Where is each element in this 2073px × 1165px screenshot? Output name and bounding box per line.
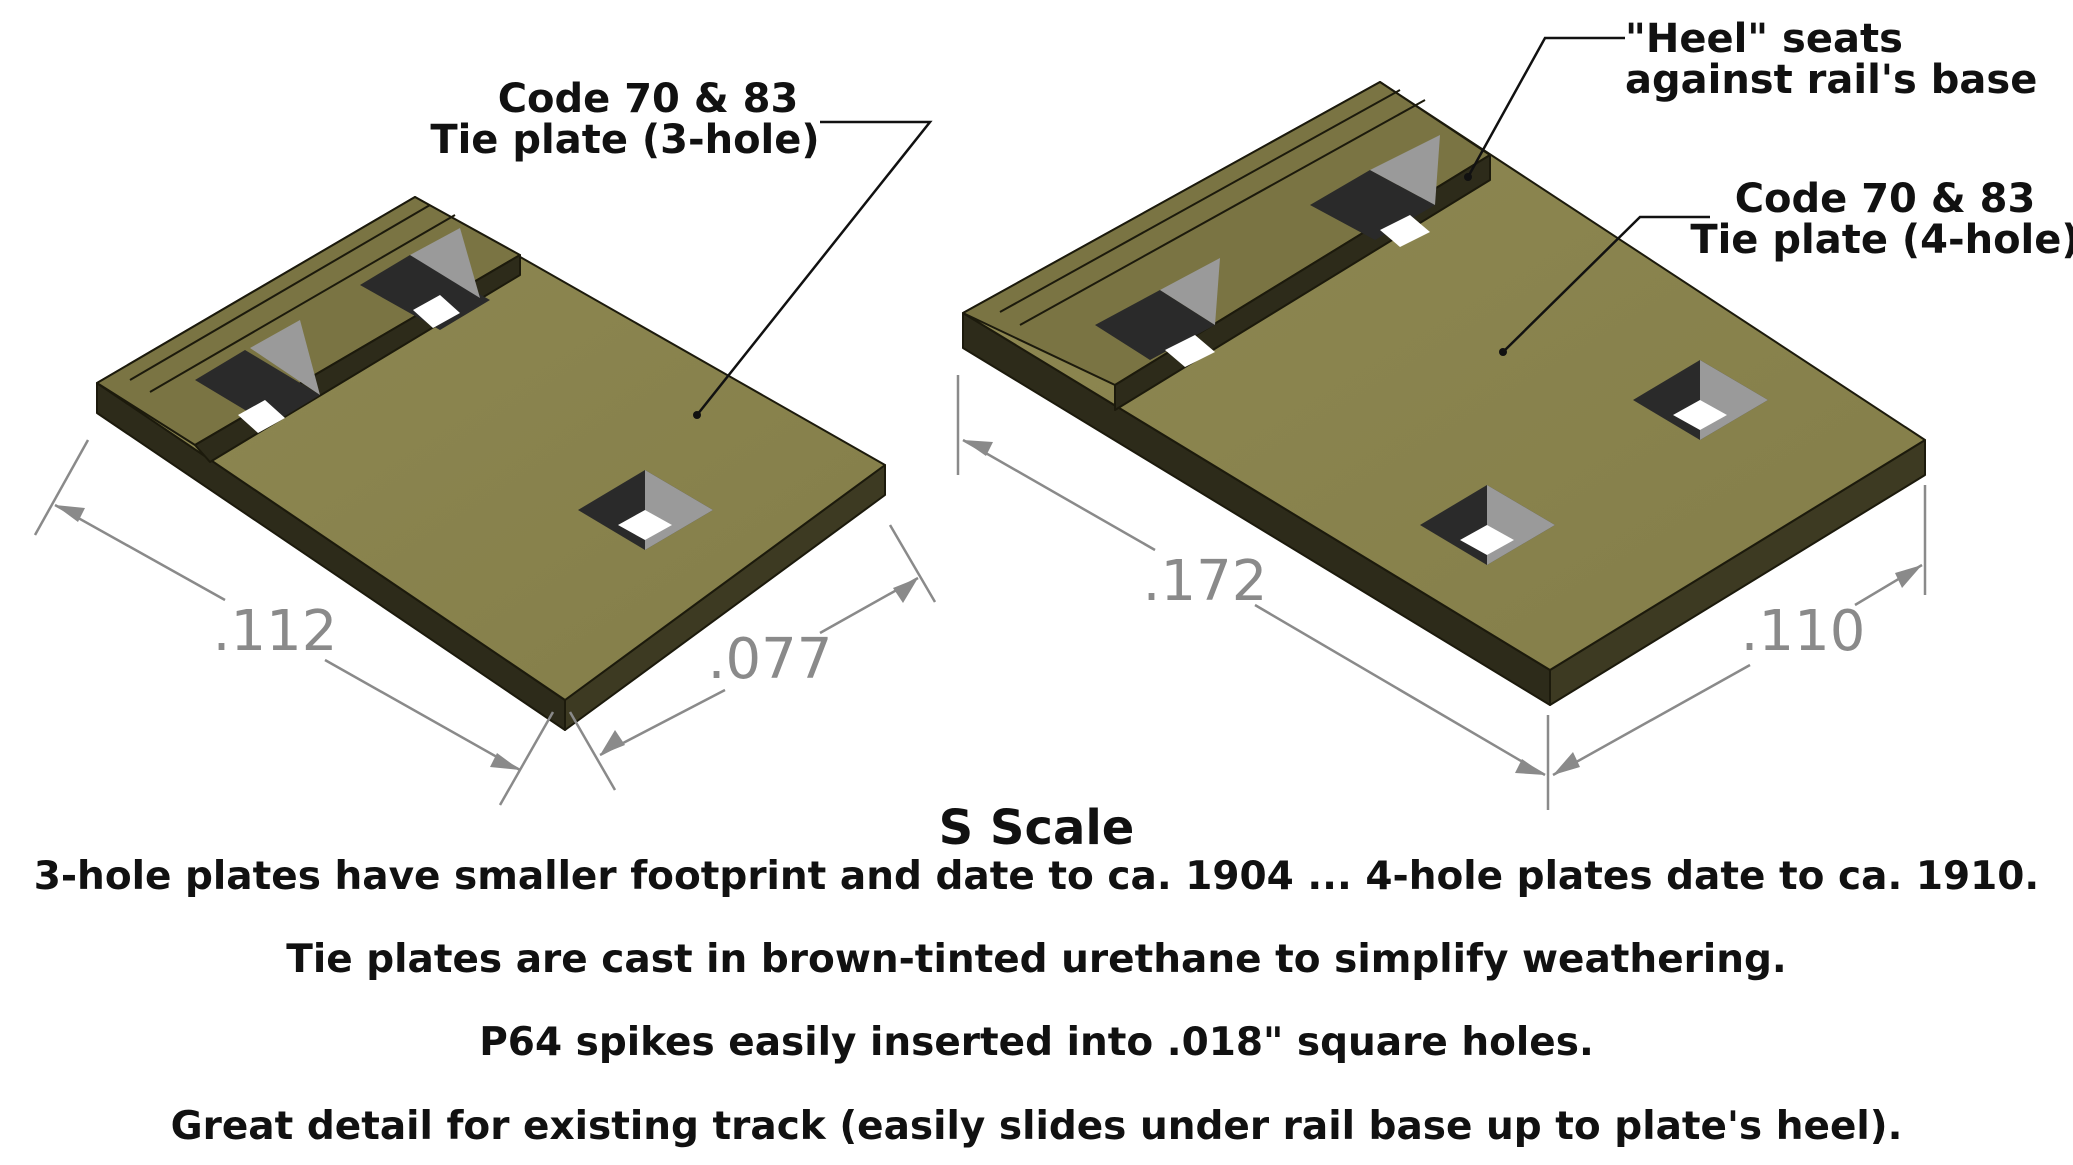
four-hole-label-line2: Tie plate (4-hole)	[1690, 217, 2073, 263]
four-hole-width-dimension: .110	[1741, 599, 1866, 664]
leader-lines	[693, 36, 1710, 419]
note-4: Great detail for existing track (easily …	[170, 1104, 1903, 1149]
note-3: P64 spikes easily inserted into .018" sq…	[479, 1020, 1594, 1065]
four-hole-tie-plate	[962, 81, 1926, 706]
three-hole-width-dimension: .077	[708, 627, 833, 692]
three-hole-label-line2: Tie plate (3-hole)	[430, 117, 819, 163]
heel-label-line2: against rail's base	[1625, 57, 2037, 103]
four-hole-label-line1: Code 70 & 83	[1735, 176, 2036, 222]
three-hole-tie-plate	[96, 196, 886, 731]
three-hole-label-line1: Code 70 & 83	[498, 76, 799, 122]
note-2: Tie plates are cast in brown-tinted uret…	[286, 937, 1787, 982]
scale-title: S Scale	[938, 800, 1135, 856]
heel-label-line1: "Heel" seats	[1625, 16, 1903, 62]
dimension-lines	[33, 375, 1927, 810]
three-hole-length-dimension: .112	[213, 599, 338, 664]
four-hole-length-dimension: .172	[1143, 549, 1268, 614]
note-1: 3-hole plates have smaller footprint and…	[33, 854, 2040, 899]
